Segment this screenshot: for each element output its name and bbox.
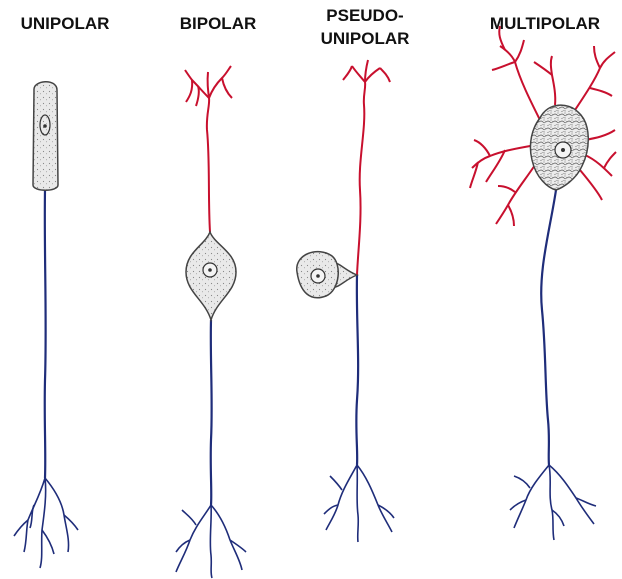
bipolar-axon-terminals <box>176 505 246 578</box>
pseudo-unipolar-axon-terminals <box>324 465 394 542</box>
multipolar-axon <box>541 190 556 465</box>
unipolar-axon-terminals <box>14 478 78 568</box>
unipolar-soma <box>33 82 58 191</box>
pseudo-unipolar-dendrite <box>343 60 390 275</box>
bipolar-dendrite <box>185 66 232 232</box>
unipolar-axon <box>45 190 46 478</box>
pseudo-unipolar-axon <box>356 275 358 465</box>
multipolar-axon-terminals <box>510 465 596 540</box>
bipolar-neuron <box>176 66 246 578</box>
multipolar-neuron <box>470 26 616 540</box>
bipolar-axon <box>211 320 212 505</box>
unipolar-neuron <box>14 82 78 568</box>
pseudo-unipolar-neuron <box>297 60 394 542</box>
